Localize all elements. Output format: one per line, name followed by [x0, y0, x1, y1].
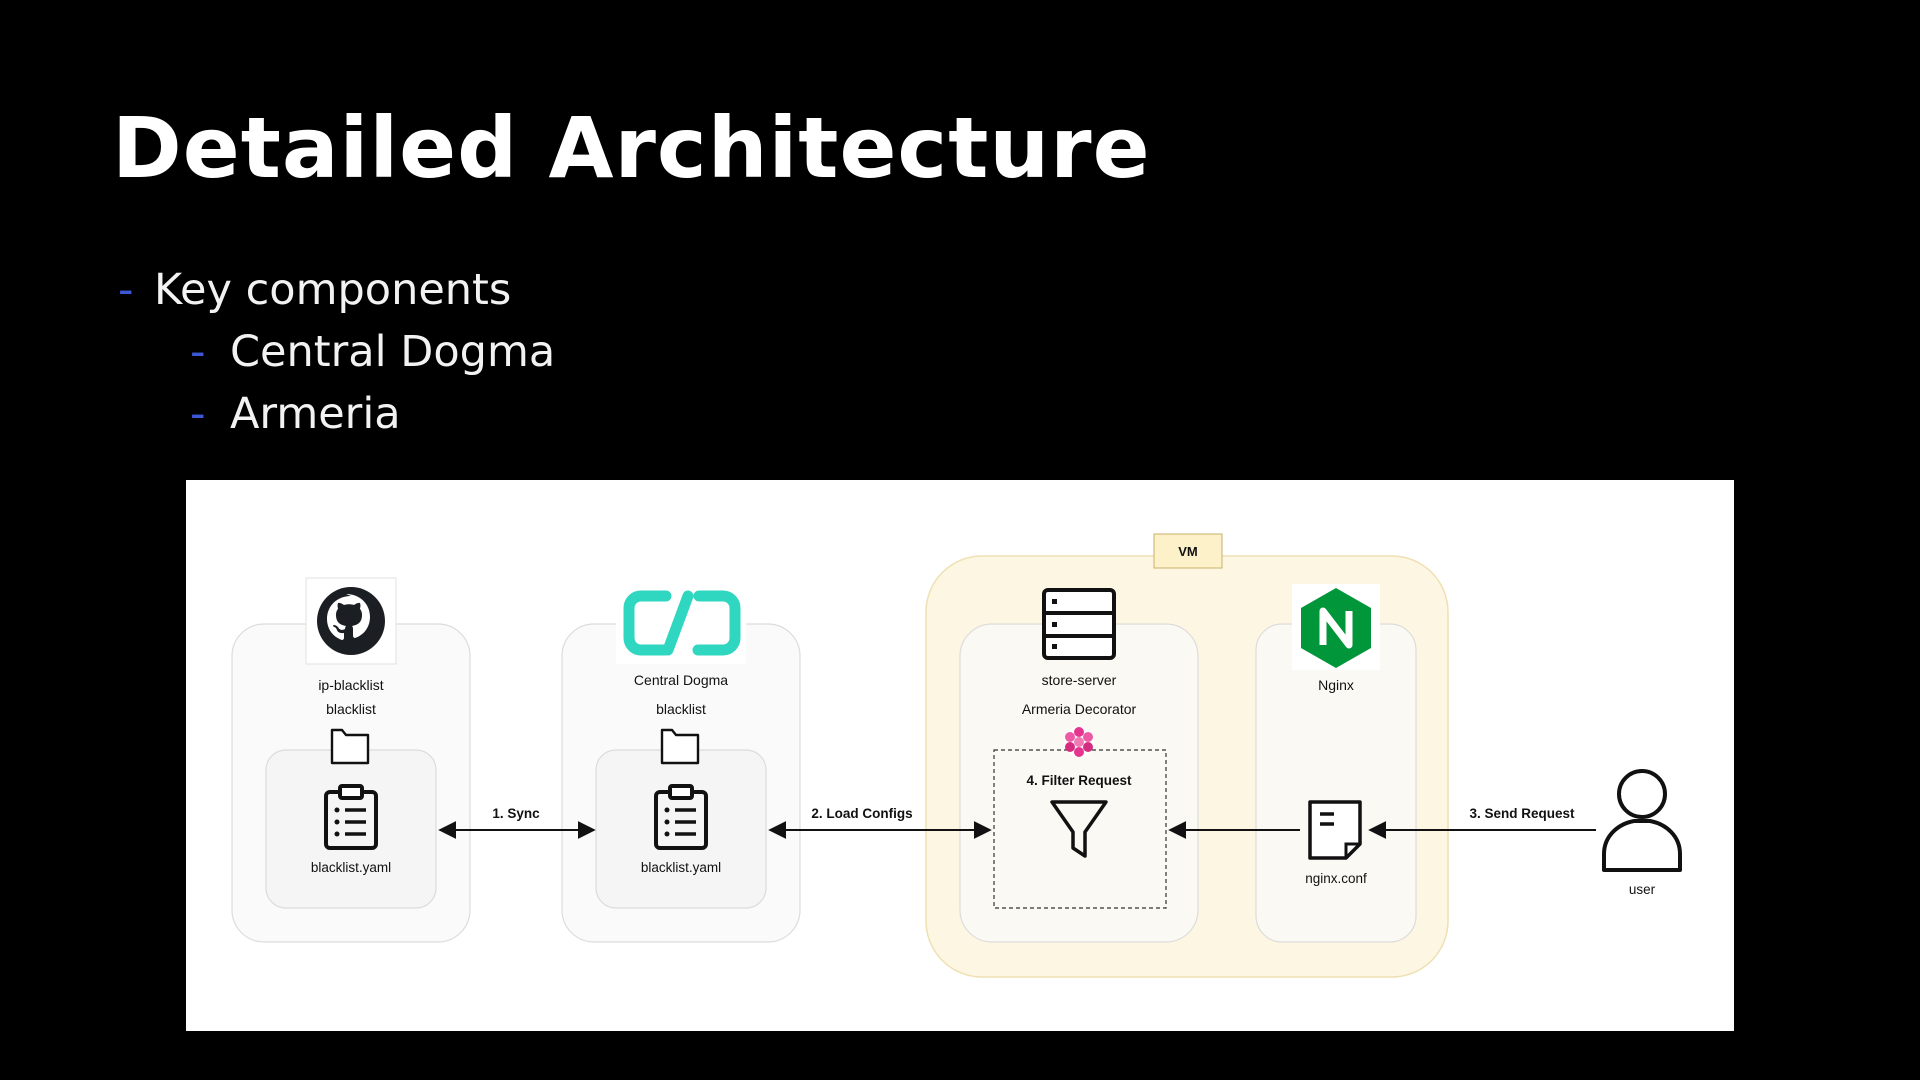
clipboard-icon — [324, 784, 378, 850]
vm-label-box: VM — [1153, 533, 1223, 569]
architecture-diagram: VM ip-blacklist blacklist blacklist.yaml — [186, 480, 1734, 1031]
bullet-dash: - — [190, 389, 206, 439]
send-request-label: 3. Send Request — [1469, 806, 1575, 821]
armeria-decorator-label: Armeria Decorator — [1022, 701, 1137, 717]
filter-request-label: 4. Filter Request — [1026, 773, 1132, 788]
github-folder-label: blacklist — [326, 701, 376, 717]
nginx-logo — [1292, 584, 1380, 670]
github-file-label: blacklist.yaml — [311, 860, 391, 875]
central-dogma-logo — [616, 582, 746, 664]
sync-label: 1. Sync — [492, 806, 540, 821]
clipboard-icon — [654, 784, 708, 850]
bullet-text: Armeria — [230, 389, 401, 439]
server-icon — [1042, 588, 1116, 660]
github-icon — [305, 577, 397, 665]
nginx-conf-label: nginx.conf — [1305, 871, 1367, 886]
github-folder-container — [265, 749, 437, 909]
bullet-dash: - — [190, 327, 206, 377]
filter-request-box — [993, 749, 1167, 909]
load-configs-label: 2. Load Configs — [811, 806, 912, 821]
nginx-label: Nginx — [1318, 677, 1354, 693]
bullet-dash: - — [118, 265, 134, 315]
dogma-folder-container — [595, 749, 767, 909]
dogma-file-label: blacklist.yaml — [641, 860, 721, 875]
user-icon — [1602, 769, 1682, 872]
store-server-label: store-server — [1042, 672, 1117, 688]
diagram-canvas: VM ip-blacklist blacklist blacklist.yaml — [231, 533, 1682, 978]
folder-icon — [660, 728, 700, 765]
nginx-container — [1255, 623, 1417, 943]
dogma-name-label: Central Dogma — [634, 672, 728, 688]
slide-title: Detailed Architecture — [112, 99, 1151, 197]
bullet-text: Key components — [154, 265, 512, 315]
bullet-item: -Armeria — [190, 384, 710, 444]
filter-icon — [1050, 800, 1108, 858]
armeria-logo — [1064, 727, 1094, 757]
folder-icon — [330, 728, 370, 765]
bullet-text: Central Dogma — [230, 327, 556, 377]
vm-label: VM — [1178, 544, 1198, 559]
github-repo-label: ip-blacklist — [318, 677, 383, 693]
bullet-item: -Central Dogma — [190, 322, 710, 382]
document-icon — [1308, 800, 1362, 860]
user-label: user — [1629, 882, 1656, 897]
dogma-folder-label: blacklist — [656, 701, 706, 717]
bullet-item: -Key components — [118, 260, 678, 320]
